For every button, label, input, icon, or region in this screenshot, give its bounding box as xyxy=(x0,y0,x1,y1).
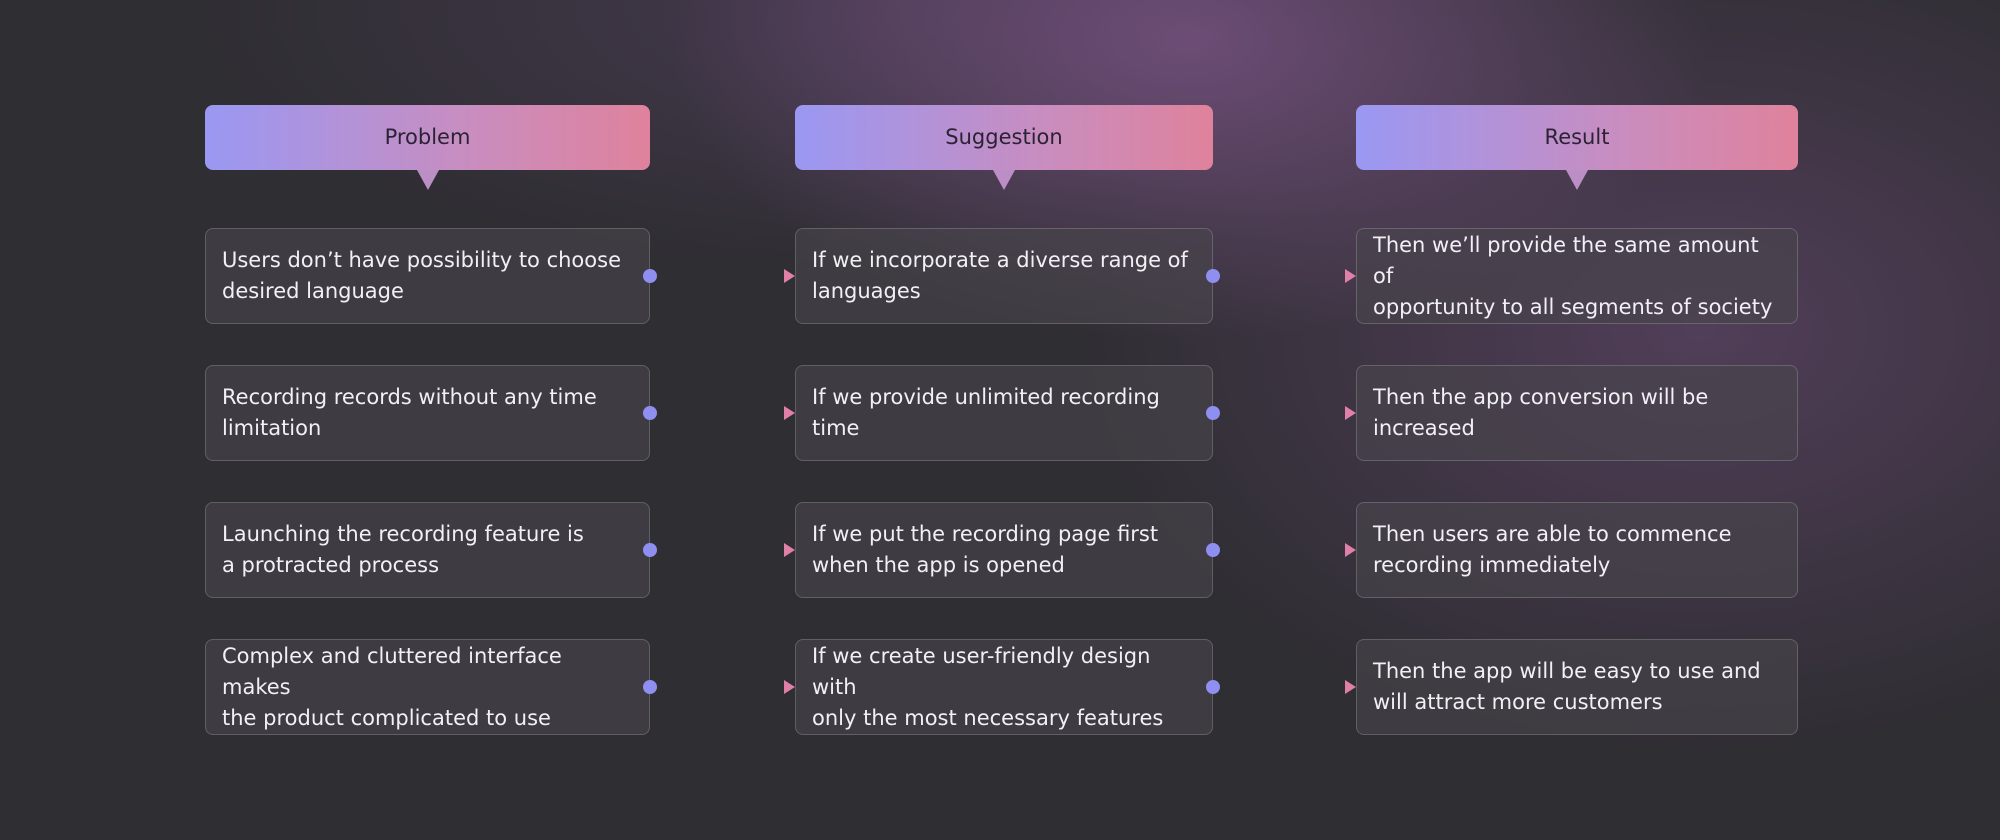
result-text-1: Then we’ll provide the same amount of op… xyxy=(1373,232,1773,319)
header-suggestion: Suggestion xyxy=(795,105,1213,190)
result-card-2: Then the app conversion will be increase… xyxy=(1356,365,1798,461)
problem-card-4: Complex and cluttered interface makes th… xyxy=(205,639,650,735)
suggestion-text-1: If we incorporate a diverse range of lan… xyxy=(812,248,1188,303)
header-result-pointer xyxy=(1566,170,1588,190)
result-text-3: Then users are able to commence recordin… xyxy=(1373,522,1732,577)
arrow-head-icon xyxy=(1345,406,1356,420)
suggestion-card-3: If we put the recording page first when … xyxy=(795,502,1213,598)
result-text-2: Then the app conversion will be increase… xyxy=(1373,385,1709,440)
header-suggestion-label: Suggestion xyxy=(945,125,1063,149)
connector-suggestion-result-3 xyxy=(1206,543,1356,557)
suggestion-card-1: If we incorporate a diverse range of lan… xyxy=(795,228,1213,324)
problem-text-2: Recording records without any time limit… xyxy=(222,385,597,440)
arrow-head-icon xyxy=(784,269,795,283)
arrow-head-icon xyxy=(1345,680,1356,694)
suggestion-card-2: If we provide unlimited recording time xyxy=(795,365,1213,461)
header-suggestion-pointer xyxy=(993,170,1015,190)
problem-text-4: Complex and cluttered interface makes th… xyxy=(222,643,562,730)
result-card-3: Then users are able to commence recordin… xyxy=(1356,502,1798,598)
header-result-label: Result xyxy=(1544,125,1610,149)
connector-suggestion-result-1 xyxy=(1206,269,1356,283)
problem-card-3: Launching the recording feature is a pro… xyxy=(205,502,650,598)
connector-problem-suggestion-4 xyxy=(643,680,795,694)
connector-problem-suggestion-3 xyxy=(643,543,795,557)
connector-suggestion-result-4 xyxy=(1206,680,1356,694)
result-card-4: Then the app will be easy to use and wil… xyxy=(1356,639,1798,735)
header-problem-pointer xyxy=(417,170,439,190)
arrow-head-icon xyxy=(1345,543,1356,557)
result-text-4: Then the app will be easy to use and wil… xyxy=(1373,659,1761,714)
header-problem-label: Problem xyxy=(384,125,471,149)
connector-suggestion-result-2 xyxy=(1206,406,1356,420)
suggestion-text-4: If we create user-friendly design with o… xyxy=(812,643,1164,730)
arrow-head-icon xyxy=(784,406,795,420)
connector-problem-suggestion-1 xyxy=(643,269,795,283)
suggestion-text-3: If we put the recording page first when … xyxy=(812,522,1159,577)
result-card-1: Then we’ll provide the same amount of op… xyxy=(1356,228,1798,324)
header-result: Result xyxy=(1356,105,1798,190)
arrow-head-icon xyxy=(784,680,795,694)
problem-text-3: Launching the recording feature is a pro… xyxy=(222,522,584,577)
problem-card-1: Users don’t have possibility to choose d… xyxy=(205,228,650,324)
suggestion-text-2: If we provide unlimited recording time xyxy=(812,385,1160,440)
problem-card-2: Recording records without any time limit… xyxy=(205,365,650,461)
arrow-head-icon xyxy=(1345,269,1356,283)
arrow-head-icon xyxy=(784,543,795,557)
header-problem: Problem xyxy=(205,105,650,190)
problem-text-1: Users don’t have possibility to choose d… xyxy=(222,248,621,303)
connector-problem-suggestion-2 xyxy=(643,406,795,420)
suggestion-card-4: If we create user-friendly design with o… xyxy=(795,639,1213,735)
